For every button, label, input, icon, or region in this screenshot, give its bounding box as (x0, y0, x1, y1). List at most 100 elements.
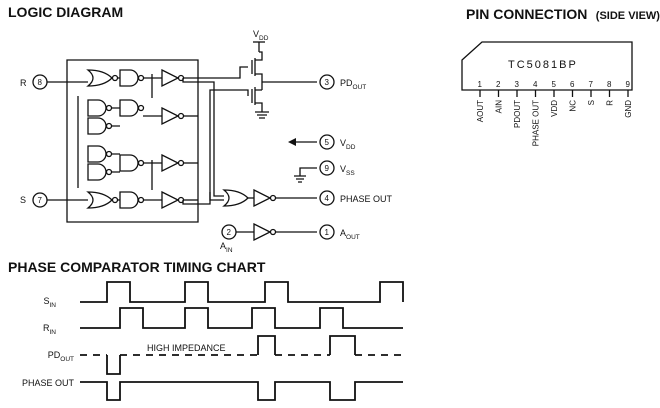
or-gate-1 (86, 69, 113, 87)
pmos-body (254, 51, 263, 82)
and-gate-3b-bubble (105, 168, 113, 176)
pin-1-circle (319, 224, 335, 240)
chip-pin-label: PDOUT (513, 100, 522, 128)
timing-label-sin: SIN (43, 296, 56, 309)
chip-pin-number: 1 (478, 80, 483, 89)
phase-out-chain (222, 188, 317, 208)
nmos-body (254, 87, 263, 112)
chip-pin-label: S (587, 100, 596, 105)
pin-9-number: 9 (325, 164, 330, 173)
waveform-sin (80, 281, 404, 303)
or-gate-4 (86, 191, 113, 209)
waveform-pdout-high-1 (257, 335, 276, 355)
buffer-1 (161, 68, 180, 88)
chip-pin-number: 8 (607, 80, 612, 89)
chip-pin-number: 6 (570, 80, 575, 89)
vss-wire (299, 167, 317, 176)
pin-1-number: 1 (325, 228, 330, 237)
phase-or-input-b (209, 192, 224, 201)
vdd-arrow-head (288, 138, 296, 146)
and-gate-3c-bubble (137, 159, 145, 167)
s-input-label: S (20, 195, 26, 205)
logic-diagram: R 8 S 7 (20, 29, 393, 254)
timing-chart-title: PHASE COMPARATOR TIMING CHART (8, 259, 266, 275)
pin-connection-view: (SIDE VIEW) (596, 10, 660, 22)
timing-label-pdout: PDOUT (48, 350, 74, 363)
aout-label: AOUT (340, 228, 360, 241)
and-gate-4 (119, 191, 139, 209)
chip-pin-number: 2 (496, 80, 501, 89)
logic-diagram-title: LOGIC DIAGRAM (8, 4, 123, 20)
pin-5-number: 5 (325, 138, 330, 147)
and-gate-3b (87, 163, 107, 181)
timing-label-rin: RIN (43, 323, 56, 336)
chip-pin-label: NC (569, 100, 578, 112)
gate-row-2 (87, 99, 198, 135)
ground-symbol (255, 111, 269, 119)
pin-7-number: 7 (38, 196, 43, 205)
waveform-pdout-low (106, 355, 121, 375)
timing-label-phase-out: PHASE OUT (22, 378, 75, 388)
phase-or-input-a (182, 78, 224, 197)
waveform-pdout-high-2 (329, 335, 356, 355)
and-gate-2b (87, 117, 107, 135)
ain-label: AIN (220, 241, 233, 254)
chip-pin-label: GND (624, 100, 633, 118)
output-stage: VDD (251, 29, 317, 119)
phase-buffer-bubble (269, 194, 277, 202)
pin-4-number: 4 (325, 194, 330, 203)
buffer-3-bubble (177, 159, 185, 167)
pin-8-number: 8 (38, 78, 43, 87)
chip-pin-number: 4 (533, 80, 538, 89)
pin-4-circle (319, 190, 335, 206)
vdd-top-label: VDD (253, 29, 269, 42)
vdd-pin-label: VDD (340, 138, 356, 151)
chip-pin-label: AIN (495, 100, 504, 114)
buffer-3 (161, 153, 180, 173)
waveform-rin (80, 307, 403, 329)
pin-2-number: 2 (227, 228, 232, 237)
gate-row-2-links (111, 107, 120, 127)
chip-pin-number: 3 (515, 80, 520, 89)
chip-pin-label: R (606, 100, 615, 106)
or-gate-1-bubble (111, 74, 119, 82)
vss-ground-symbol (294, 175, 306, 183)
and-gate-2a-bubble (105, 104, 113, 112)
buffer-4-to-nmos (182, 89, 249, 205)
and-gate-1-bubble (137, 74, 145, 82)
chip-name: TC5081BP (508, 59, 578, 71)
and-gate-4-bubble (137, 196, 145, 204)
ain-buffer (253, 222, 272, 242)
phase-buffer (253, 188, 272, 208)
phase-or-gate (222, 189, 249, 207)
feedback-wire-top (66, 59, 199, 209)
pin-5-circle (319, 134, 335, 150)
chip-pin-label: AOUT (476, 100, 485, 122)
chip-pin-number: 5 (552, 80, 557, 89)
buffer-1-to-pmos (183, 66, 248, 79)
and-gate-3a (87, 145, 107, 163)
and-gate-1 (119, 69, 139, 87)
chip-pin-number: 7 (589, 80, 594, 89)
gate-row-3-links (111, 153, 120, 173)
phase-out-label: PHASE OUT (340, 194, 393, 204)
timing-chart: SIN RIN PDOUT PHASE OUT HIGH IMPEDANCE (22, 281, 404, 401)
and-gate-2b-bubble (105, 122, 113, 130)
gate-row-1 (86, 66, 248, 88)
or-gate-4-bubble (111, 196, 119, 204)
r-input-label: R (20, 78, 27, 88)
chip-pin-number: 9 (626, 80, 631, 89)
vss-pin-label: VSS (340, 164, 355, 177)
high-impedance-note: HIGH IMPEDANCE (147, 343, 226, 353)
buffer-2 (161, 106, 180, 126)
gate-row-3 (87, 145, 198, 181)
and-gate-2c (119, 99, 139, 117)
pin-connection-title: PIN CONNECTION (SIDE VIEW) (466, 6, 660, 23)
feedback-wire-bottom (66, 200, 199, 223)
gate-row-4 (86, 190, 198, 210)
ain-buffer-bubble (269, 228, 277, 236)
pin-connection-title-main: PIN CONNECTION (466, 6, 587, 22)
and-gate-2a (87, 99, 107, 117)
